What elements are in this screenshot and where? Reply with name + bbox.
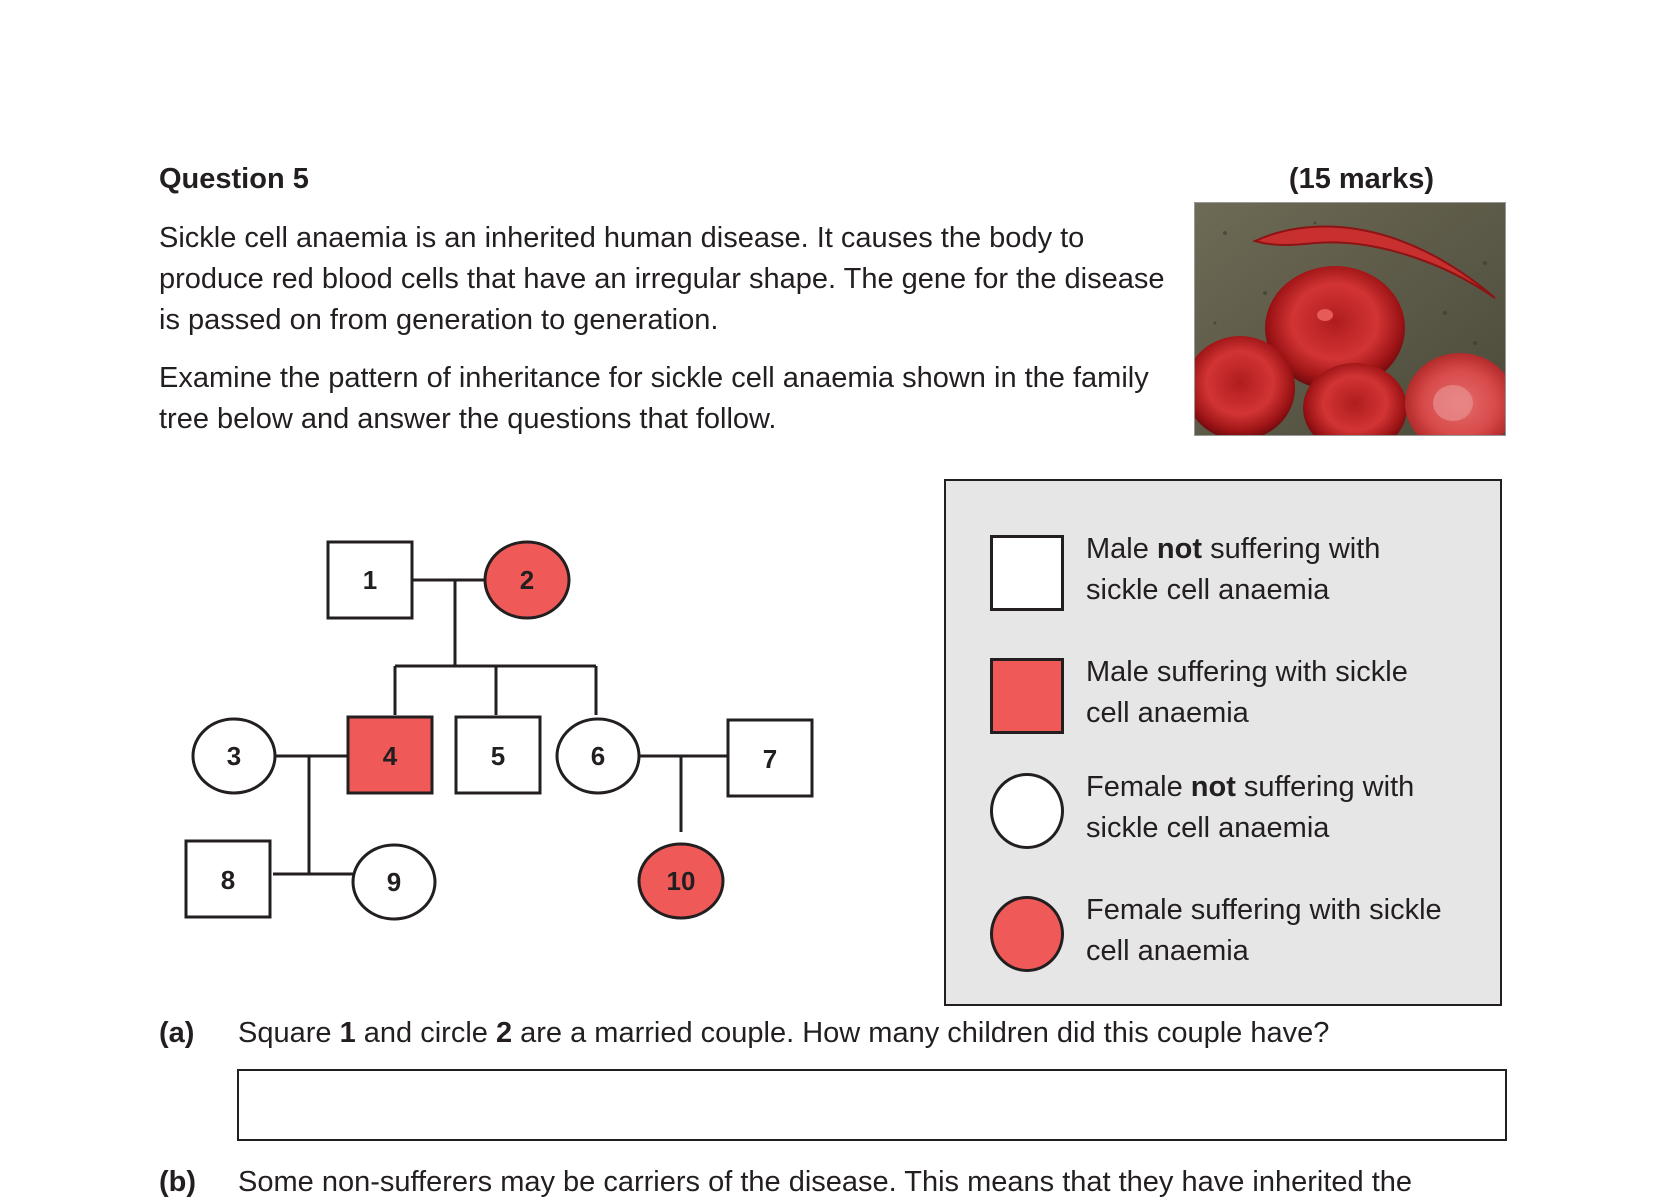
legend-male-unaffected: Male not suffering with sickle cell anae… [990,533,1490,625]
sickle-cell-photo [1194,202,1506,436]
person-9-label: 9 [387,867,401,897]
person-4-label: 4 [383,741,398,771]
person-6-label: 6 [591,741,605,771]
person-6: 6 [555,717,641,795]
part-b-label: (b) [159,1166,197,1198]
person-10-label: 10 [667,866,696,896]
part-a-question: Square 1 and circle 2 are a married coup… [238,1017,1330,1049]
part-a-answer-box[interactable] [237,1069,1507,1141]
person-8: 8 [184,839,272,919]
person-9: 9 [351,843,437,921]
person-3-label: 3 [227,741,241,771]
person-7: 7 [726,718,814,798]
legend-female-affected: Female suffering with sickle cell anaemi… [990,894,1490,986]
legend-male-affected: Male suffering with sickle cell anaemia [990,656,1490,748]
male-unaffected-symbol [990,535,1064,611]
question-title: Question 5 [159,163,309,195]
person-8-label: 8 [221,865,235,895]
male-affected-symbol [990,658,1064,734]
person-3: 3 [191,717,277,795]
legend-text: Male not suffering with sickle cell anae… [1086,533,1381,606]
person-5-label: 5 [491,741,505,771]
person-1: 1 [326,540,414,620]
person-10: 10 [637,842,725,920]
legend-text: Female not suffering with sickle cell an… [1086,771,1415,844]
instruction-paragraph: Examine the pattern of inheritance for s… [159,362,1149,435]
tree-connectors [273,578,730,876]
legend-female-unaffected: Female not suffering with sickle cell an… [990,771,1490,863]
marks-label: (15 marks) [1288,163,1434,195]
person-2-label: 2 [520,565,534,595]
person-5: 5 [454,715,542,795]
person-7-label: 7 [763,744,777,774]
person-4: 4 [346,715,434,795]
female-unaffected-symbol [990,773,1064,849]
person-1-label: 1 [363,565,377,595]
person-2: 2 [483,540,571,620]
legend-text: Male suffering with sickle cell anaemia [1086,656,1408,729]
female-affected-symbol [990,896,1064,972]
intro-paragraph: Sickle cell anaemia is an inherited huma… [159,222,1165,336]
legend-box: Male not suffering with sickle cell anae… [944,479,1502,1006]
part-b-question: Some non-sufferers may be carriers of th… [238,1166,1413,1198]
part-a-label: (a) [159,1017,195,1049]
family-tree: 1 2 3 4 5 6 7 8 9 10 [184,540,814,921]
legend-text: Female suffering with sickle cell anaemi… [1086,894,1442,967]
